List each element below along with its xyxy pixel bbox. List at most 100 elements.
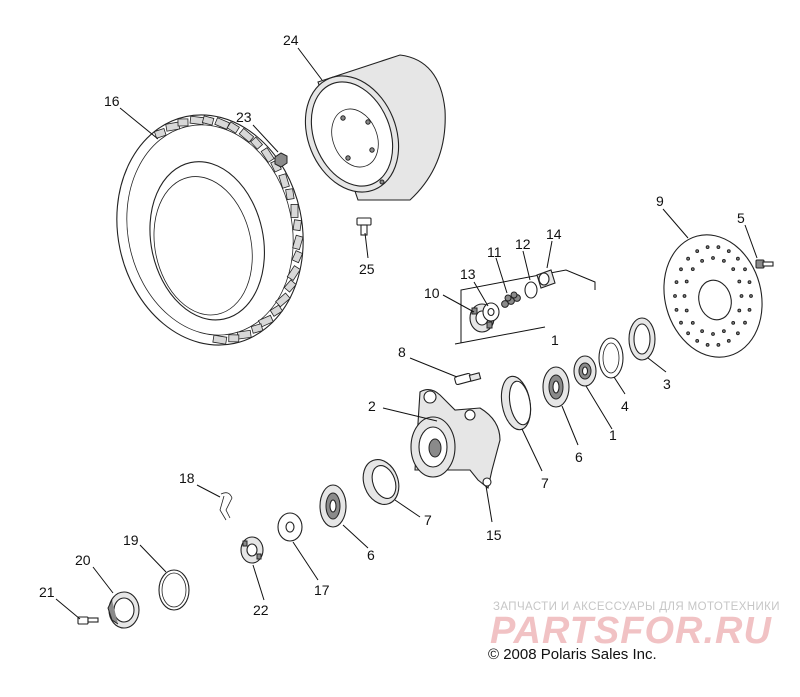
tread-lug xyxy=(269,304,284,317)
brake-disc-part xyxy=(663,234,763,358)
callout-16: 16 xyxy=(104,93,120,109)
tread-lug xyxy=(285,188,295,201)
tread-lug xyxy=(236,329,252,340)
lug-nut-part xyxy=(274,152,288,168)
tread-lug xyxy=(291,250,304,264)
screw-part xyxy=(77,616,99,625)
disc-hole xyxy=(731,267,736,272)
disc-hole xyxy=(711,332,715,336)
disc-hole xyxy=(739,294,744,298)
disc-hole xyxy=(690,267,695,272)
disc-hole xyxy=(686,331,690,336)
callout-7b: 7 xyxy=(424,512,432,528)
wheel-bolt-part xyxy=(356,217,372,236)
bearing-small-part xyxy=(573,355,597,387)
disc-hole xyxy=(726,249,731,254)
disc-hole xyxy=(749,294,753,298)
disc-hole xyxy=(716,245,721,250)
callout-4: 4 xyxy=(621,398,629,414)
tread-lug xyxy=(250,136,264,150)
disc-hole xyxy=(695,249,700,254)
wheel-rim-part xyxy=(304,54,446,201)
tread-lug xyxy=(290,203,299,218)
tread-lug xyxy=(292,234,304,251)
callout-2: 2 xyxy=(368,398,376,414)
disc-hole xyxy=(722,259,726,263)
callout-12: 12 xyxy=(515,236,531,252)
disc-hole xyxy=(674,280,679,285)
tread-lug xyxy=(278,173,290,189)
callout-15: 15 xyxy=(486,527,502,543)
disc-hole xyxy=(711,256,715,260)
wheel-hub-part xyxy=(410,389,501,489)
washer-part xyxy=(277,512,303,542)
tread-lug xyxy=(238,127,255,143)
callout-22: 22 xyxy=(253,602,269,618)
callout-23: 23 xyxy=(236,109,252,125)
disc-hole xyxy=(700,329,704,334)
disc-hole xyxy=(747,280,752,285)
disc-hole xyxy=(674,308,679,312)
disc-hole xyxy=(722,329,726,334)
bearing-kit-group xyxy=(454,269,596,345)
callout-1: 1 xyxy=(551,332,559,348)
disc-hole xyxy=(695,339,700,343)
disc-hole xyxy=(726,339,731,343)
tread-lug xyxy=(260,147,275,163)
castle-nut-part xyxy=(240,536,264,564)
callout-8: 8 xyxy=(398,344,406,360)
disc-hole xyxy=(737,308,742,313)
bearing-cup-lower-part xyxy=(362,459,400,505)
callout-3: 3 xyxy=(663,376,671,392)
bearing-cup-upper-part xyxy=(500,375,532,431)
callout-6b: 6 xyxy=(367,547,375,563)
tread-lug xyxy=(283,279,297,293)
cotter-pin-part xyxy=(219,492,233,521)
disc-hole xyxy=(686,256,690,261)
callout-24: 24 xyxy=(283,32,299,48)
copyright-text: © 2008 Polaris Sales Inc. xyxy=(488,646,657,663)
disc-hole xyxy=(737,279,742,284)
callout-10: 10 xyxy=(424,285,440,301)
disc-hole xyxy=(690,321,695,325)
tread-lug xyxy=(189,115,205,126)
callout-labels: 16 23 24 25 9 5 14 12 11 13 10 1 8 2 3 4… xyxy=(39,32,745,618)
callout-19: 19 xyxy=(123,532,139,548)
disc-hole xyxy=(705,343,710,347)
hub-cap-part xyxy=(107,591,140,629)
callout-17: 17 xyxy=(314,582,330,598)
tread-lug xyxy=(250,323,264,334)
seal-ring-part xyxy=(598,337,624,379)
tread-lug xyxy=(177,118,189,127)
callout-7: 7 xyxy=(541,475,549,491)
callout-14: 14 xyxy=(546,226,562,242)
o-ring-part xyxy=(158,569,190,611)
callout-1b: 1 xyxy=(609,427,617,443)
seal-part xyxy=(628,317,656,361)
disc-hole xyxy=(684,279,689,284)
callout-13: 13 xyxy=(460,266,476,282)
leader-lines xyxy=(55,47,758,620)
callout-20: 20 xyxy=(75,552,91,568)
tapered-bearing-upper-part xyxy=(542,366,570,408)
callout-5: 5 xyxy=(737,210,745,226)
disc-hole xyxy=(736,256,740,261)
disc-hole xyxy=(705,245,710,250)
callout-21: 21 xyxy=(39,584,55,600)
disc-hole xyxy=(736,331,740,336)
disc-hole xyxy=(679,320,683,325)
callout-25: 25 xyxy=(359,261,375,277)
watermark-subtitle: ЗАПЧАСТИ И АКСЕССУАРЫ ДЛЯ МОТОТЕХНИКИ xyxy=(493,601,780,613)
tread-lug xyxy=(153,127,167,139)
callout-11: 11 xyxy=(487,244,502,260)
disc-hole xyxy=(743,267,747,272)
disc-hole xyxy=(747,308,752,312)
tapered-bearing-lower-part xyxy=(319,484,347,528)
disc-hole xyxy=(743,320,747,325)
tread-lug xyxy=(201,115,215,126)
disc-hole xyxy=(731,321,736,325)
callout-9: 9 xyxy=(656,193,664,209)
disc-hole xyxy=(673,294,677,298)
callout-6: 6 xyxy=(575,449,583,465)
